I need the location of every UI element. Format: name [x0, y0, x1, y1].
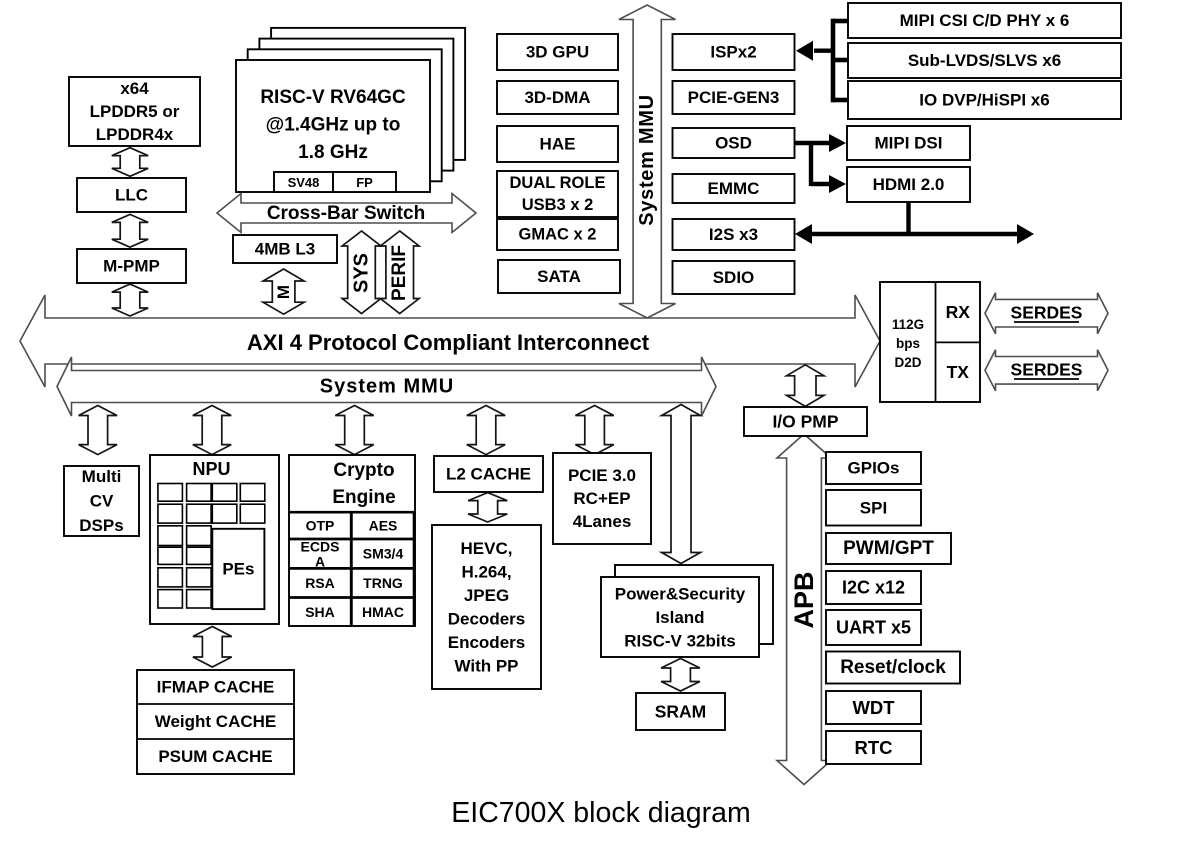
svg-text:WDT: WDT — [852, 697, 895, 718]
svg-text:Cross-Bar Switch: Cross-Bar Switch — [267, 203, 425, 224]
svg-text:1.8 GHz: 1.8 GHz — [298, 142, 368, 163]
svg-text:PEs: PEs — [222, 560, 254, 579]
svg-text:PWM/GPT: PWM/GPT — [843, 538, 934, 559]
svg-text:SYS: SYS — [351, 253, 373, 293]
svg-text:Sub-LVDS/SLVS x6: Sub-LVDS/SLVS x6 — [908, 51, 1061, 70]
svg-text:RISC-V RV64GC: RISC-V RV64GC — [260, 87, 406, 108]
svg-text:SM3/4: SM3/4 — [363, 546, 404, 562]
svg-text:SDIO: SDIO — [713, 268, 755, 287]
svg-text:SATA: SATA — [537, 267, 581, 286]
svg-text:Crypto: Crypto — [333, 460, 394, 481]
svg-text:Encoders: Encoders — [448, 633, 525, 652]
svg-text:TRNG: TRNG — [363, 575, 403, 591]
svg-text:PCIE-GEN3: PCIE-GEN3 — [688, 88, 780, 107]
svg-text:L2 CACHE: L2 CACHE — [446, 465, 531, 484]
svg-text:PERIF: PERIF — [389, 245, 410, 301]
svg-text:Island: Island — [655, 608, 704, 627]
svg-text:SERDES: SERDES — [1011, 360, 1083, 380]
svg-text:A: A — [315, 554, 325, 570]
svg-text:3D-DMA: 3D-DMA — [524, 88, 590, 107]
svg-text:SHA: SHA — [305, 604, 335, 620]
svg-text:IO DVP/HiSPI x6: IO DVP/HiSPI x6 — [919, 91, 1049, 110]
svg-text:HEVC,: HEVC, — [461, 539, 513, 558]
svg-text:PSUM CACHE: PSUM CACHE — [158, 747, 272, 766]
svg-text:HAE: HAE — [540, 135, 576, 154]
svg-text:RC+EP: RC+EP — [573, 489, 630, 508]
svg-text:TX: TX — [947, 362, 970, 382]
svg-text:UART x5: UART x5 — [836, 618, 911, 638]
svg-text:4MB L3: 4MB L3 — [255, 240, 315, 259]
svg-text:ECDS: ECDS — [301, 539, 340, 555]
svg-text:SERDES: SERDES — [1011, 303, 1083, 323]
svg-text:Engine: Engine — [332, 487, 395, 508]
svg-text:OSD: OSD — [715, 134, 752, 153]
svg-text:I2S x3: I2S x3 — [709, 225, 758, 244]
svg-text:I2C x12: I2C x12 — [842, 578, 905, 598]
svg-text:USB3 x 2: USB3 x 2 — [522, 196, 594, 214]
svg-text:Decoders: Decoders — [448, 609, 525, 628]
svg-text:LPDDR4x: LPDDR4x — [96, 125, 174, 144]
svg-text:EMMC: EMMC — [708, 179, 760, 198]
svg-text:SPI: SPI — [860, 498, 887, 517]
svg-text:GPIOs: GPIOs — [848, 459, 900, 478]
svg-text:3D GPU: 3D GPU — [526, 43, 589, 62]
svg-text:Power&Security: Power&Security — [615, 585, 746, 604]
svg-text:SRAM: SRAM — [655, 702, 707, 722]
svg-text:NPU: NPU — [192, 459, 230, 479]
svg-text:System MMU: System MMU — [320, 376, 454, 398]
svg-text:RTC: RTC — [854, 737, 892, 758]
svg-text:M: M — [274, 285, 293, 299]
svg-text:@1.4GHz up to: @1.4GHz up to — [266, 115, 401, 136]
svg-text:HDMI 2.0: HDMI 2.0 — [873, 175, 945, 194]
svg-text:I/O PMP: I/O PMP — [772, 412, 838, 432]
svg-text:x64: x64 — [120, 79, 149, 98]
svg-text:MIPI DSI: MIPI DSI — [874, 134, 942, 153]
svg-text:LLC: LLC — [115, 186, 148, 205]
svg-text:APB: APB — [789, 571, 819, 628]
svg-text:RISC-V 32bits: RISC-V 32bits — [624, 632, 735, 651]
svg-text:Multi: Multi — [82, 467, 122, 486]
svg-text:DSPs: DSPs — [79, 516, 123, 535]
svg-text:ISPx2: ISPx2 — [710, 43, 756, 62]
svg-text:With PP: With PP — [454, 656, 518, 675]
svg-text:Reset/clock: Reset/clock — [840, 657, 946, 678]
svg-text:AES: AES — [369, 518, 398, 534]
svg-text:System MMU: System MMU — [636, 94, 658, 225]
svg-text:DUAL ROLE: DUAL ROLE — [510, 174, 606, 192]
svg-text:D2D: D2D — [894, 355, 921, 370]
svg-text:FP: FP — [356, 175, 373, 190]
svg-text:LPDDR5 or: LPDDR5 or — [90, 102, 180, 121]
svg-text:JPEG: JPEG — [464, 586, 509, 605]
svg-text:EIC700X block diagram: EIC700X block diagram — [451, 797, 750, 829]
svg-text:SV48: SV48 — [288, 175, 320, 190]
svg-text:bps: bps — [896, 336, 920, 351]
svg-text:PCIE 3.0: PCIE 3.0 — [568, 466, 636, 485]
svg-text:RSA: RSA — [305, 575, 335, 591]
svg-text:M-PMP: M-PMP — [103, 257, 160, 276]
svg-text:112G: 112G — [892, 317, 924, 332]
svg-text:MIPI CSI C/D PHY x 6: MIPI CSI C/D PHY x 6 — [900, 11, 1070, 30]
svg-text:AXI 4 Protocol Compliant Inter: AXI 4 Protocol Compliant Interconnect — [247, 330, 650, 355]
svg-text:CV: CV — [90, 492, 114, 511]
svg-text:OTP: OTP — [306, 518, 335, 534]
svg-text:HMAC: HMAC — [362, 604, 404, 620]
svg-text:GMAC x 2: GMAC x 2 — [519, 226, 597, 244]
svg-text:Weight CACHE: Weight CACHE — [155, 712, 277, 731]
svg-text:IFMAP CACHE: IFMAP CACHE — [157, 678, 275, 697]
svg-text:RX: RX — [946, 302, 971, 322]
svg-text:4Lanes: 4Lanes — [573, 512, 632, 531]
svg-text:H.264,: H.264, — [461, 562, 511, 581]
